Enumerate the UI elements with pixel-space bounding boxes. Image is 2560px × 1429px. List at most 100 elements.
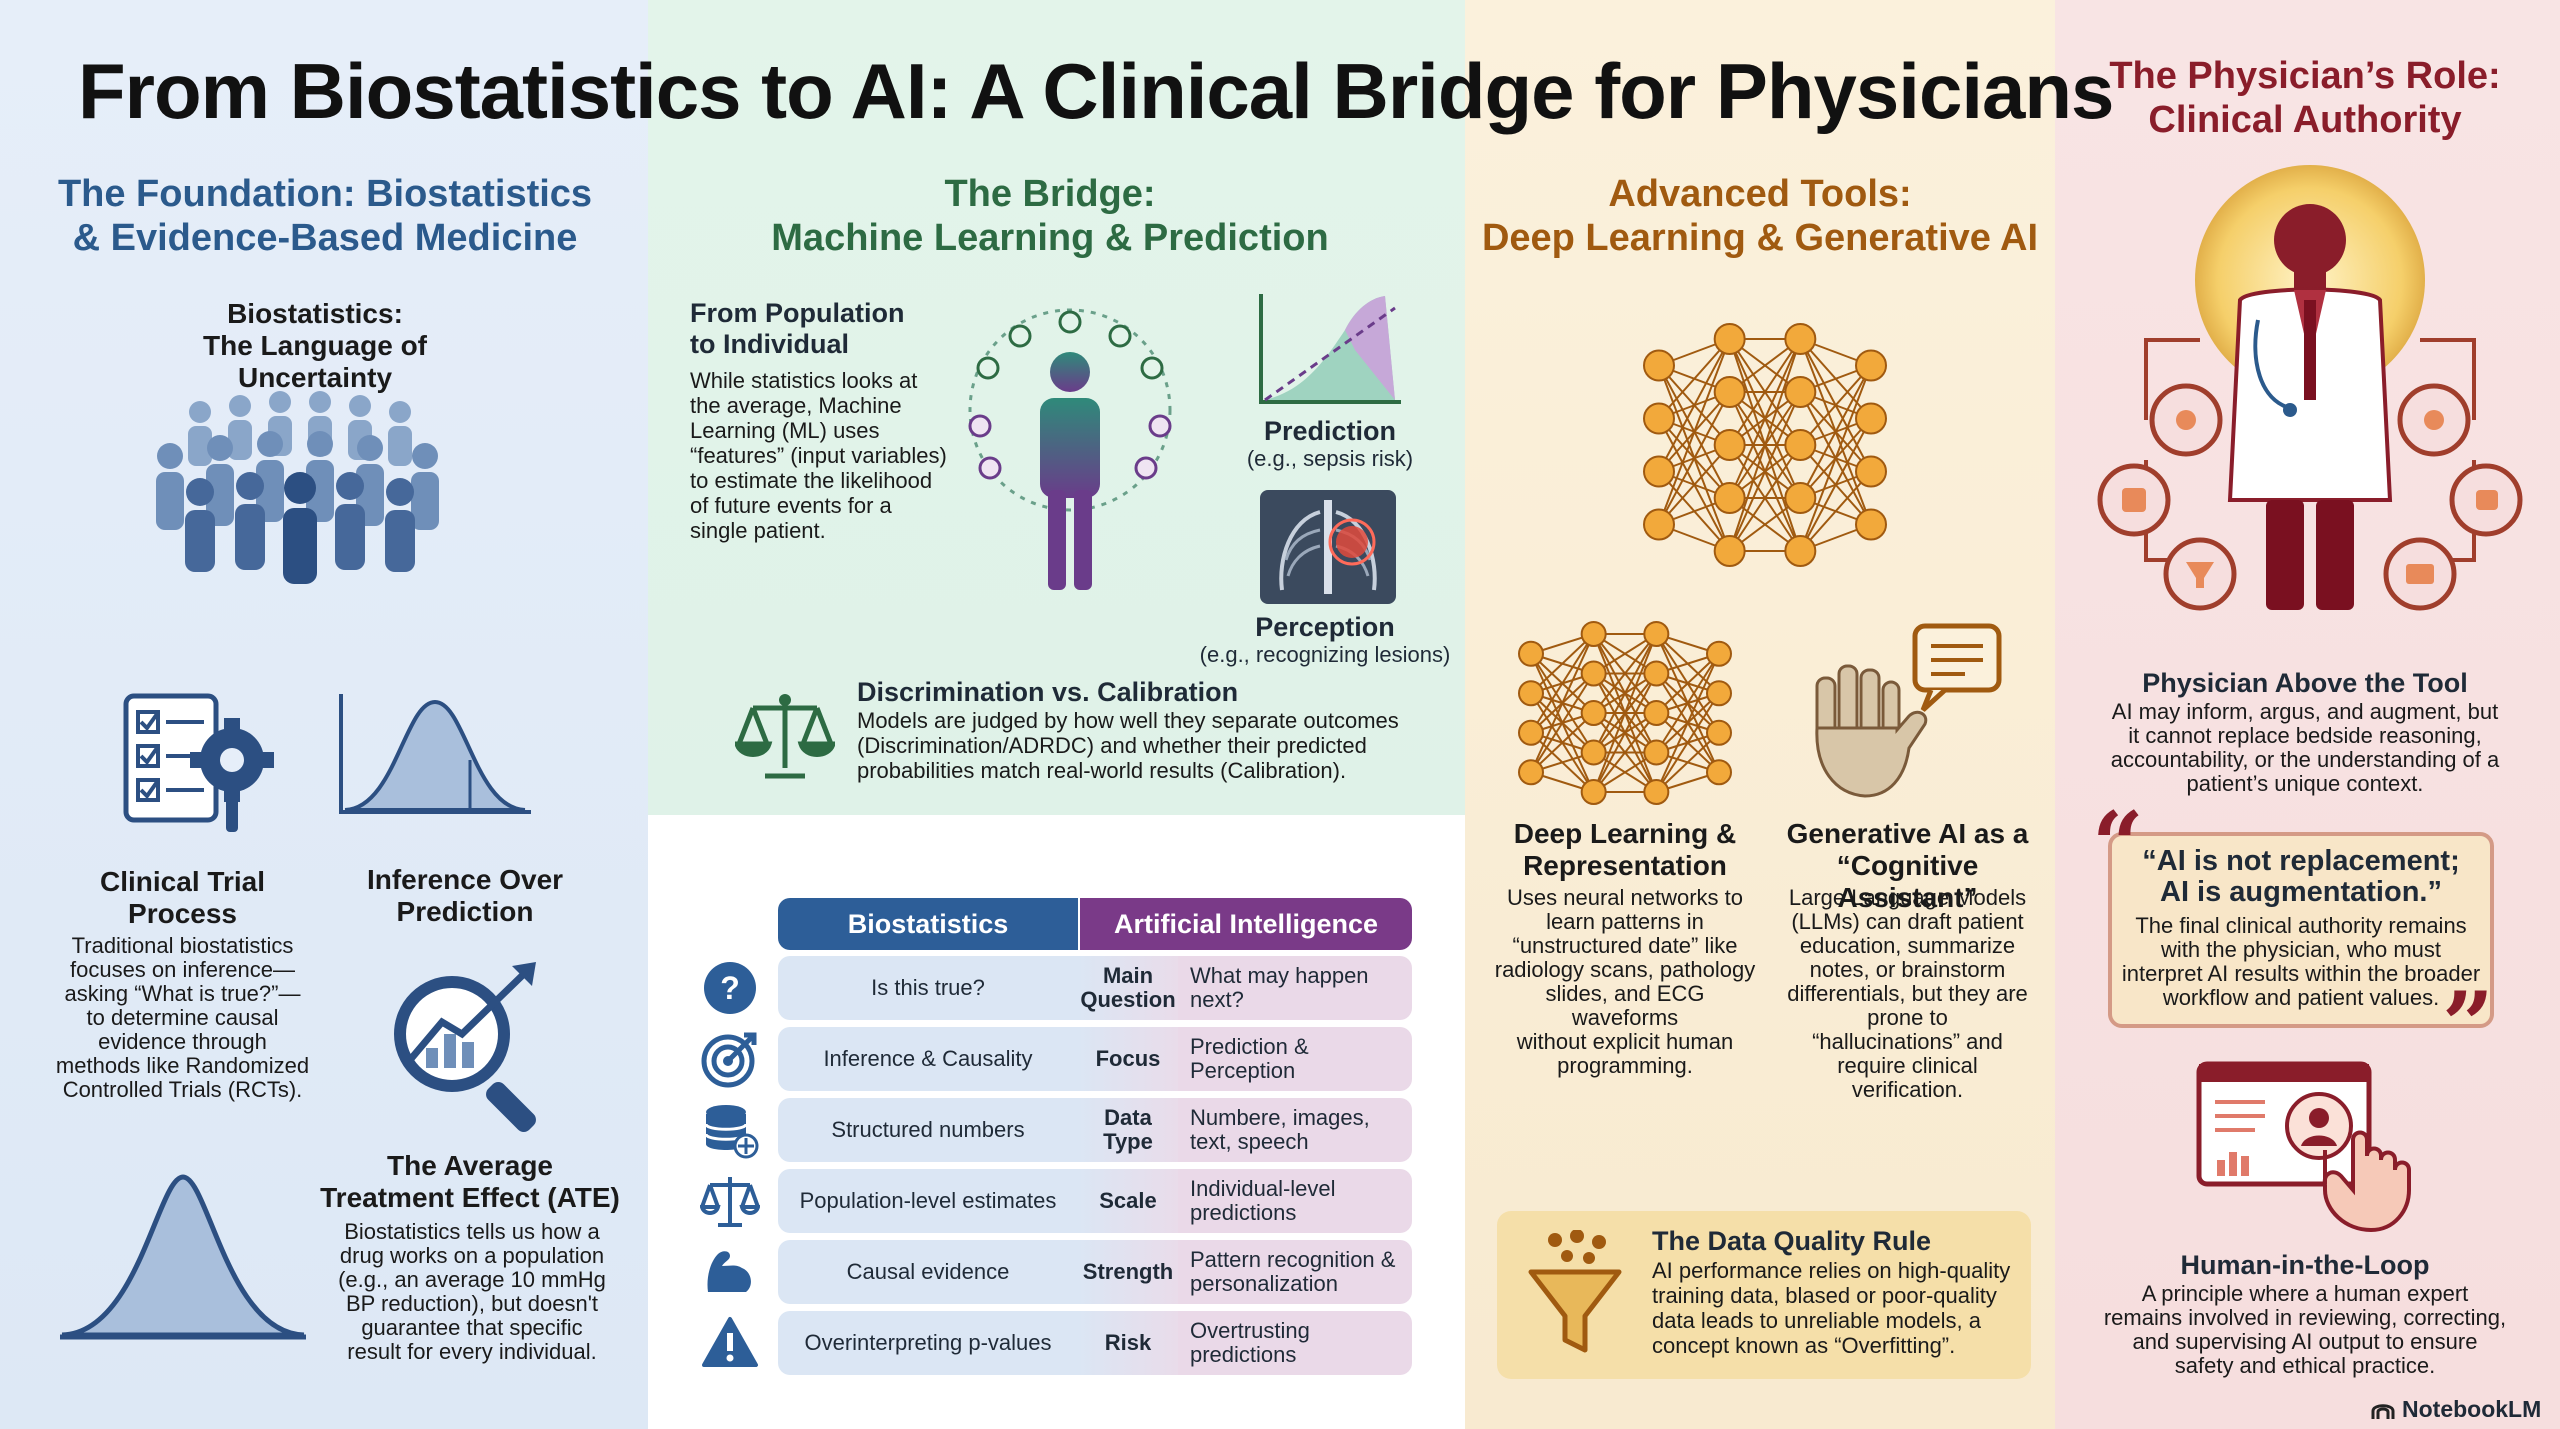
physician-above-body-line: accountability, or the understanding of … [2110, 747, 2500, 772]
perception-subtitle: (e.g., recognizing lesions) [1199, 642, 1451, 667]
ate-body-line: BP reduction), but doesn't [345, 1291, 599, 1316]
foundation-header: The Foundation: Biostatistics & Evidence… [40, 172, 610, 260]
neural-network-icon [1643, 323, 1887, 567]
network-node [1643, 402, 1675, 435]
inference-title-line2: Prediction [396, 896, 534, 927]
discrimination-section: Discrimination vs. Calibration Models ar… [857, 676, 1447, 783]
generative-ai-body-line: prone to [1867, 1005, 1948, 1030]
network-node [1784, 482, 1817, 514]
prediction-subtitle: (e.g., sepsis risk) [1246, 446, 1414, 471]
table-cell-biostat: Causal evidence [778, 1240, 1078, 1304]
trial-title-line2: Process [128, 898, 237, 929]
network-node [1855, 455, 1887, 488]
physician-above-body-line: AI may inform, argus, and augment, but [2111, 699, 2499, 724]
network-edge [1655, 653, 1720, 754]
deep-learning-network-icon [1518, 621, 1732, 805]
network-node [1713, 535, 1746, 567]
ate-body-line: Biostatistics tells us how a [344, 1219, 600, 1244]
table-cell-dimension: Main Question [1078, 956, 1178, 1020]
network-node [1784, 376, 1817, 408]
balance-scale-icon [735, 694, 835, 779]
table-header-biostatistics: Biostatistics [778, 898, 1078, 950]
ate-body-line: guarantee that specific [361, 1315, 583, 1340]
deep-learning-body-line: programming. [1557, 1053, 1693, 1078]
advanced-header: Advanced Tools: Deep Learning & Generati… [1480, 172, 2040, 260]
human-in-the-loop-title: Human-in-the-Loop [2180, 1250, 2430, 1280]
generative-ai-body-line: notes, or brainstorm [1809, 957, 2006, 982]
individual-patient-icon [968, 308, 1172, 590]
network-node [1706, 759, 1732, 786]
network-edge [1592, 712, 1658, 793]
advanced-header-line1: Advanced Tools: [1608, 173, 1912, 215]
physician-above-title: Physician Above the Tool [2142, 668, 2468, 698]
trial-body-line: Controlled Trials (RCTs). [62, 1077, 303, 1102]
table-cell-biostat: Is this true? [778, 956, 1078, 1020]
notebooklm-brand: NotebookLM [2370, 1396, 2541, 1423]
bell-curve-small-icon [339, 694, 531, 814]
human-in-the-loop-icon [2196, 1061, 2411, 1233]
network-node [1580, 660, 1607, 687]
trial-body: Traditional biostatistics focuses on inf… [40, 934, 325, 1102]
quote-line2: AI is augmentation.” [2160, 876, 2442, 908]
network-node [1518, 680, 1544, 707]
table-cell-ai: What may happen next? [1178, 956, 1412, 1020]
table-cell-dimension: Scale [1078, 1169, 1178, 1233]
table-cell-biostat: Structured numbers [778, 1098, 1078, 1162]
generative-ai-body-line: verification. [1851, 1077, 1964, 1102]
foundation-header-line1: The Foundation: Biostatistics [57, 173, 593, 215]
network-edge [1728, 444, 1802, 552]
inference-title-line1: Inference Over [366, 864, 564, 895]
data-quality-body-line: concept known as “Overfitting”. [1652, 1333, 1956, 1358]
network-node [1518, 759, 1544, 786]
data-quality-body-line: data leads to unreliable models, a [1652, 1308, 1981, 1333]
prediction-title: Prediction [1263, 416, 1397, 446]
network-node [1855, 349, 1887, 382]
generative-ai-title: Generative AI as a “Cognitive Assistant” [1770, 818, 2045, 914]
database-icon [704, 1105, 759, 1159]
network-node [1706, 719, 1732, 746]
deep-learning-body-line: without explicit human [1516, 1029, 1734, 1054]
network-node [1784, 535, 1817, 567]
network-edge [1592, 633, 1658, 793]
network-edge [1799, 364, 1872, 446]
network-node [1784, 429, 1817, 461]
bridge-header: The Bridge: Machine Learning & Predictio… [700, 172, 1400, 260]
deep-learning-body-line: radiology scans, pathology [1494, 957, 1756, 982]
generative-ai-body-line: differentials, but they are [1787, 981, 2028, 1006]
open-quote-icon: “ [2092, 792, 2144, 898]
physician-above-section: Physician Above the Tool AI may inform, … [2070, 666, 2540, 796]
generative-ai-body: Large Language Models (LLMs) can draft p… [1775, 886, 2040, 1102]
funnel-icon [1528, 1230, 1622, 1353]
prediction-label: Prediction (e.g., sepsis risk) [1230, 416, 1430, 472]
scale-icon [700, 1177, 760, 1227]
network-node [1706, 640, 1732, 667]
notebooklm-label: NotebookLM [2402, 1396, 2542, 1422]
table-cell-biostat: Overinterpreting p-values [778, 1311, 1078, 1375]
network-node [1784, 323, 1817, 355]
table-row: Inference & Causality Focus Prediction &… [778, 1027, 1412, 1091]
network-edge [1658, 338, 1731, 525]
inference-title: Inference Over Prediction [345, 864, 585, 928]
network-node [1713, 376, 1746, 408]
network-node [1855, 508, 1887, 541]
table-row: Overinterpreting p-values Risk Overtrust… [778, 1311, 1412, 1375]
human-in-the-loop-body-line: and supervising AI output to ensure [2132, 1329, 2478, 1354]
page-title: From Biostatistics to AI: A Clinical Bri… [78, 47, 2114, 135]
bell-curve-large-icon [60, 1174, 306, 1340]
foundation-header-line2: & Evidence-Based Medicine [72, 217, 578, 259]
population-title-line2: to Individual [690, 329, 849, 359]
network-node [1713, 482, 1746, 514]
foundation-column [0, 0, 648, 1429]
generative-ai-body-line: education, summarize [1799, 933, 2016, 958]
deep-learning-body: Uses neural networks to learn patterns i… [1490, 886, 1760, 1078]
network-node [1643, 700, 1670, 726]
trial-title: Clinical Trial Process [60, 866, 305, 930]
network-edge [1530, 633, 1595, 773]
generative-ai-title-line2: “Cognitive Assistant” [1836, 850, 1979, 913]
quote-body-line: interpret AI results within the broader [2121, 961, 2481, 986]
trial-body-line: focuses on inference— [69, 957, 296, 982]
quote-body-line: The final clinical authority remains [2135, 913, 2467, 938]
chest-xray-icon [1260, 490, 1396, 604]
network-edge [1728, 391, 1802, 552]
ate-body-line: drug works on a population [339, 1243, 605, 1268]
